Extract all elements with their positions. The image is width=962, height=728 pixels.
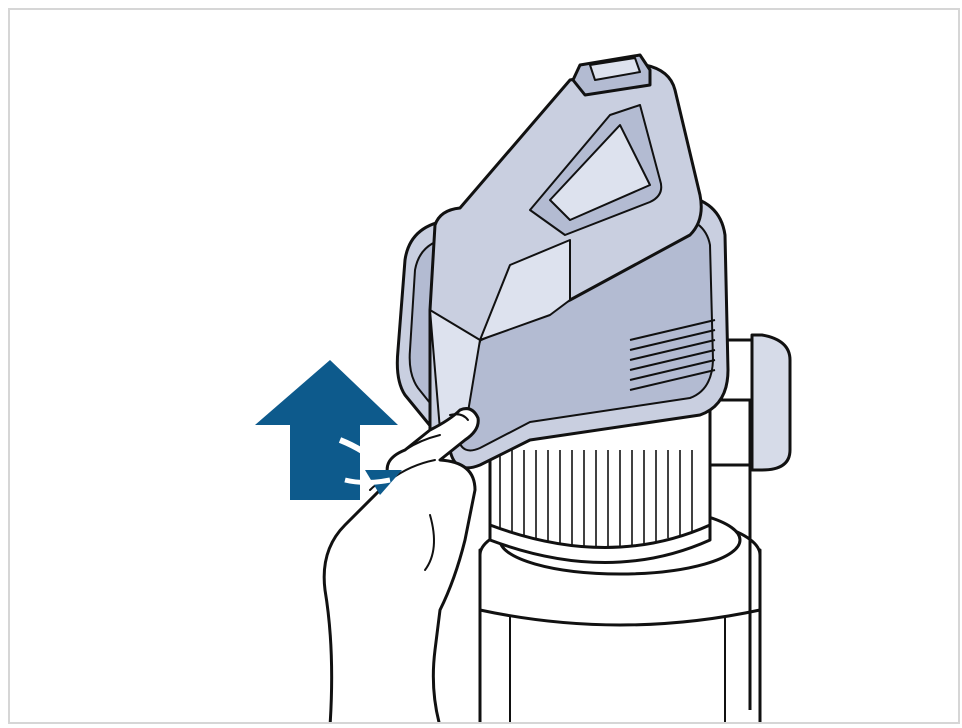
lid-removal-illustration	[10, 10, 960, 724]
illustration-frame	[8, 8, 960, 724]
dust-cup-lid	[397, 55, 728, 468]
lift-arrow	[255, 360, 402, 500]
